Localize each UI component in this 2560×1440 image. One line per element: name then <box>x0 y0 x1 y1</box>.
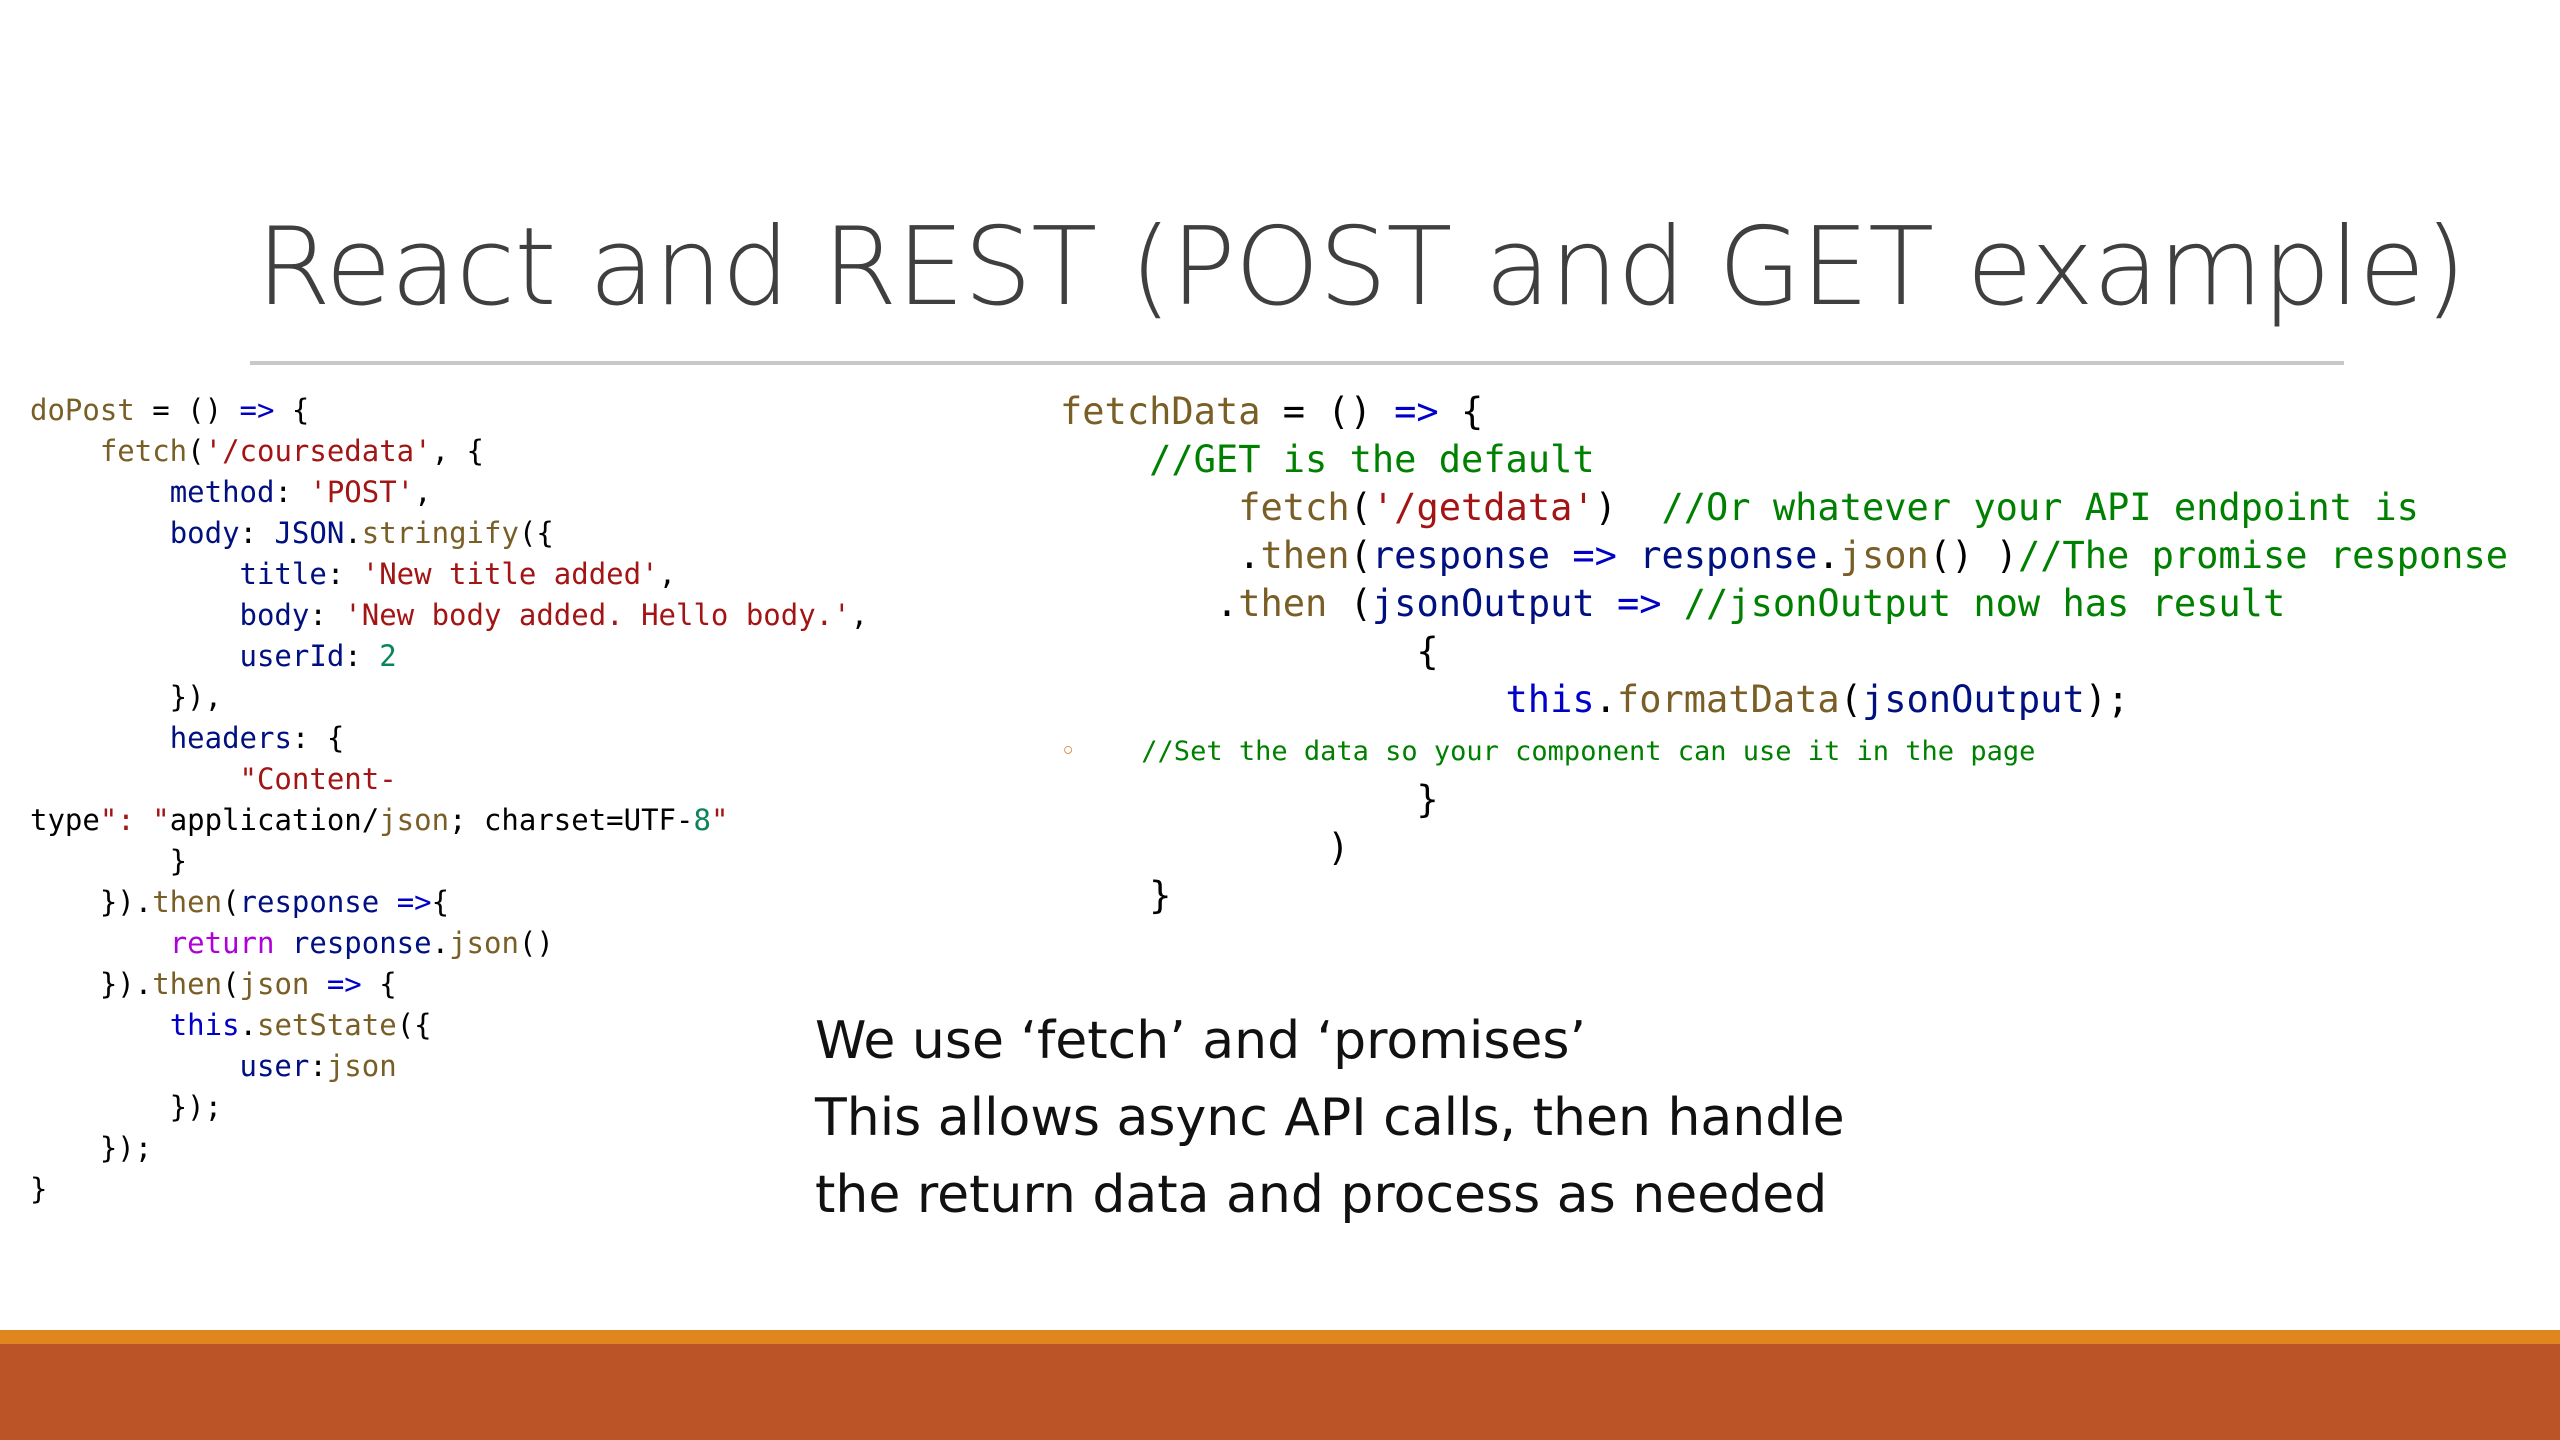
code-line: }), <box>30 680 223 714</box>
title-divider <box>250 361 2344 365</box>
code-line: .then (jsonOutput => //jsonOutput now ha… <box>1060 582 2286 625</box>
code-line: fetchData = () => { <box>1060 390 1484 433</box>
code-line: }); <box>30 1131 153 1165</box>
code-line: .then(response => response.json() )//The… <box>1060 534 2509 577</box>
caption-line: We use ‘fetch’ and ‘promises’ <box>815 1011 1587 1071</box>
code-line: } <box>1060 778 1439 821</box>
code-line: headers: { <box>169 721 345 755</box>
caption-line: the return data and process as needed <box>815 1165 1828 1225</box>
caption-line: This allows async API calls, then handle <box>815 1088 1845 1148</box>
code-line: body: 'New body added. Hello body.', <box>239 598 869 632</box>
slide-caption: We use ‘fetch’ and ‘promises’ This allow… <box>815 1003 1845 1234</box>
code-line: doPost = () => { <box>30 393 310 427</box>
code-line: this.setState({ <box>169 1008 432 1042</box>
slide-title: React and REST (POST and GET example) <box>256 205 2466 330</box>
footer-accent-line <box>0 1330 2560 1344</box>
code-line: }).then(json => { <box>30 967 397 1001</box>
code-line: } <box>1060 874 1172 917</box>
code-line: body: JSON.stringify({ <box>169 516 554 550</box>
code-block-dopost: doPost = () => { fetch('/coursedata', { … <box>30 390 868 1210</box>
code-line: } <box>30 1172 48 1206</box>
code-line: //GET is the default <box>1149 438 1595 481</box>
code-line: this.formatData(jsonOutput); <box>1505 678 2130 721</box>
code-line: ◦ //Set the data so your component can u… <box>1060 736 2036 767</box>
code-line: { <box>1060 630 1439 673</box>
code-line: fetch('/getdata') //Or whatever your API… <box>1238 486 2419 529</box>
code-line: fetch('/coursedata', { <box>99 434 484 468</box>
code-line: return response.json() <box>169 926 554 960</box>
code-line: title: 'New title added', <box>239 557 677 591</box>
code-line: }); <box>30 1090 223 1124</box>
code-line: method: 'POST', <box>169 475 432 509</box>
code-line: userId: 2 <box>239 639 397 673</box>
code-block-fetchdata: fetchData = () => { //GET is the default… <box>1060 388 2508 920</box>
code-line: }).then(response =>{ <box>30 885 450 919</box>
code-line: } <box>30 844 188 878</box>
code-line: user:json <box>239 1049 397 1083</box>
code-line: type": "application/json; charset=UTF-8" <box>30 803 729 837</box>
bullet-marker: ◦ <box>1060 736 1077 767</box>
code-line: ) <box>1060 826 1350 869</box>
code-line: "Content- <box>239 762 397 796</box>
footer-bar <box>0 1344 2560 1440</box>
